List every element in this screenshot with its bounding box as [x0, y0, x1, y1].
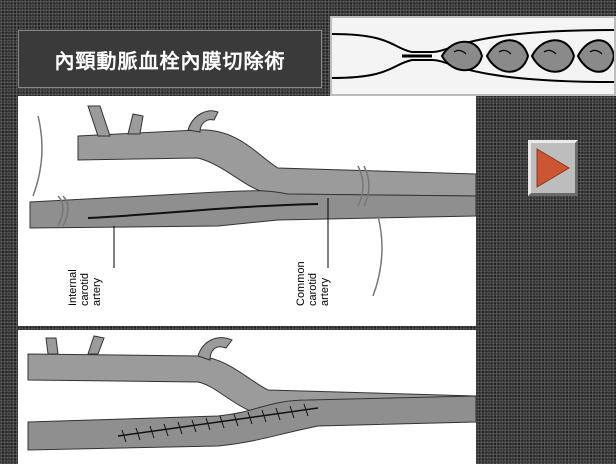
play-button[interactable] [528, 140, 578, 196]
carotid-artery-drawing-bottom [18, 330, 476, 464]
carotid-artery-drawing-top: Internal carotid artery Common carotid a… [18, 96, 476, 326]
slide-title: 內頸動脈血栓內膜切除術 [55, 45, 286, 74]
artery-panel-bottom [18, 330, 476, 464]
label-common-line3: artery [319, 277, 331, 306]
label-internal-line2: carotid [79, 273, 91, 306]
label-internal-line1: Internal [67, 269, 79, 306]
slide-title-box: 內頸動脈血栓內膜切除術 [18, 30, 322, 88]
artery-crosssection-graphic [332, 18, 614, 94]
label-common-line1: Common [295, 261, 307, 306]
label-common-line2: carotid [307, 273, 319, 306]
artery-panel-top: Internal carotid artery Common carotid a… [18, 96, 476, 326]
label-internal-line3: artery [91, 277, 103, 306]
play-triangle-icon [531, 143, 575, 193]
endarterectomy-illustration [330, 16, 616, 96]
